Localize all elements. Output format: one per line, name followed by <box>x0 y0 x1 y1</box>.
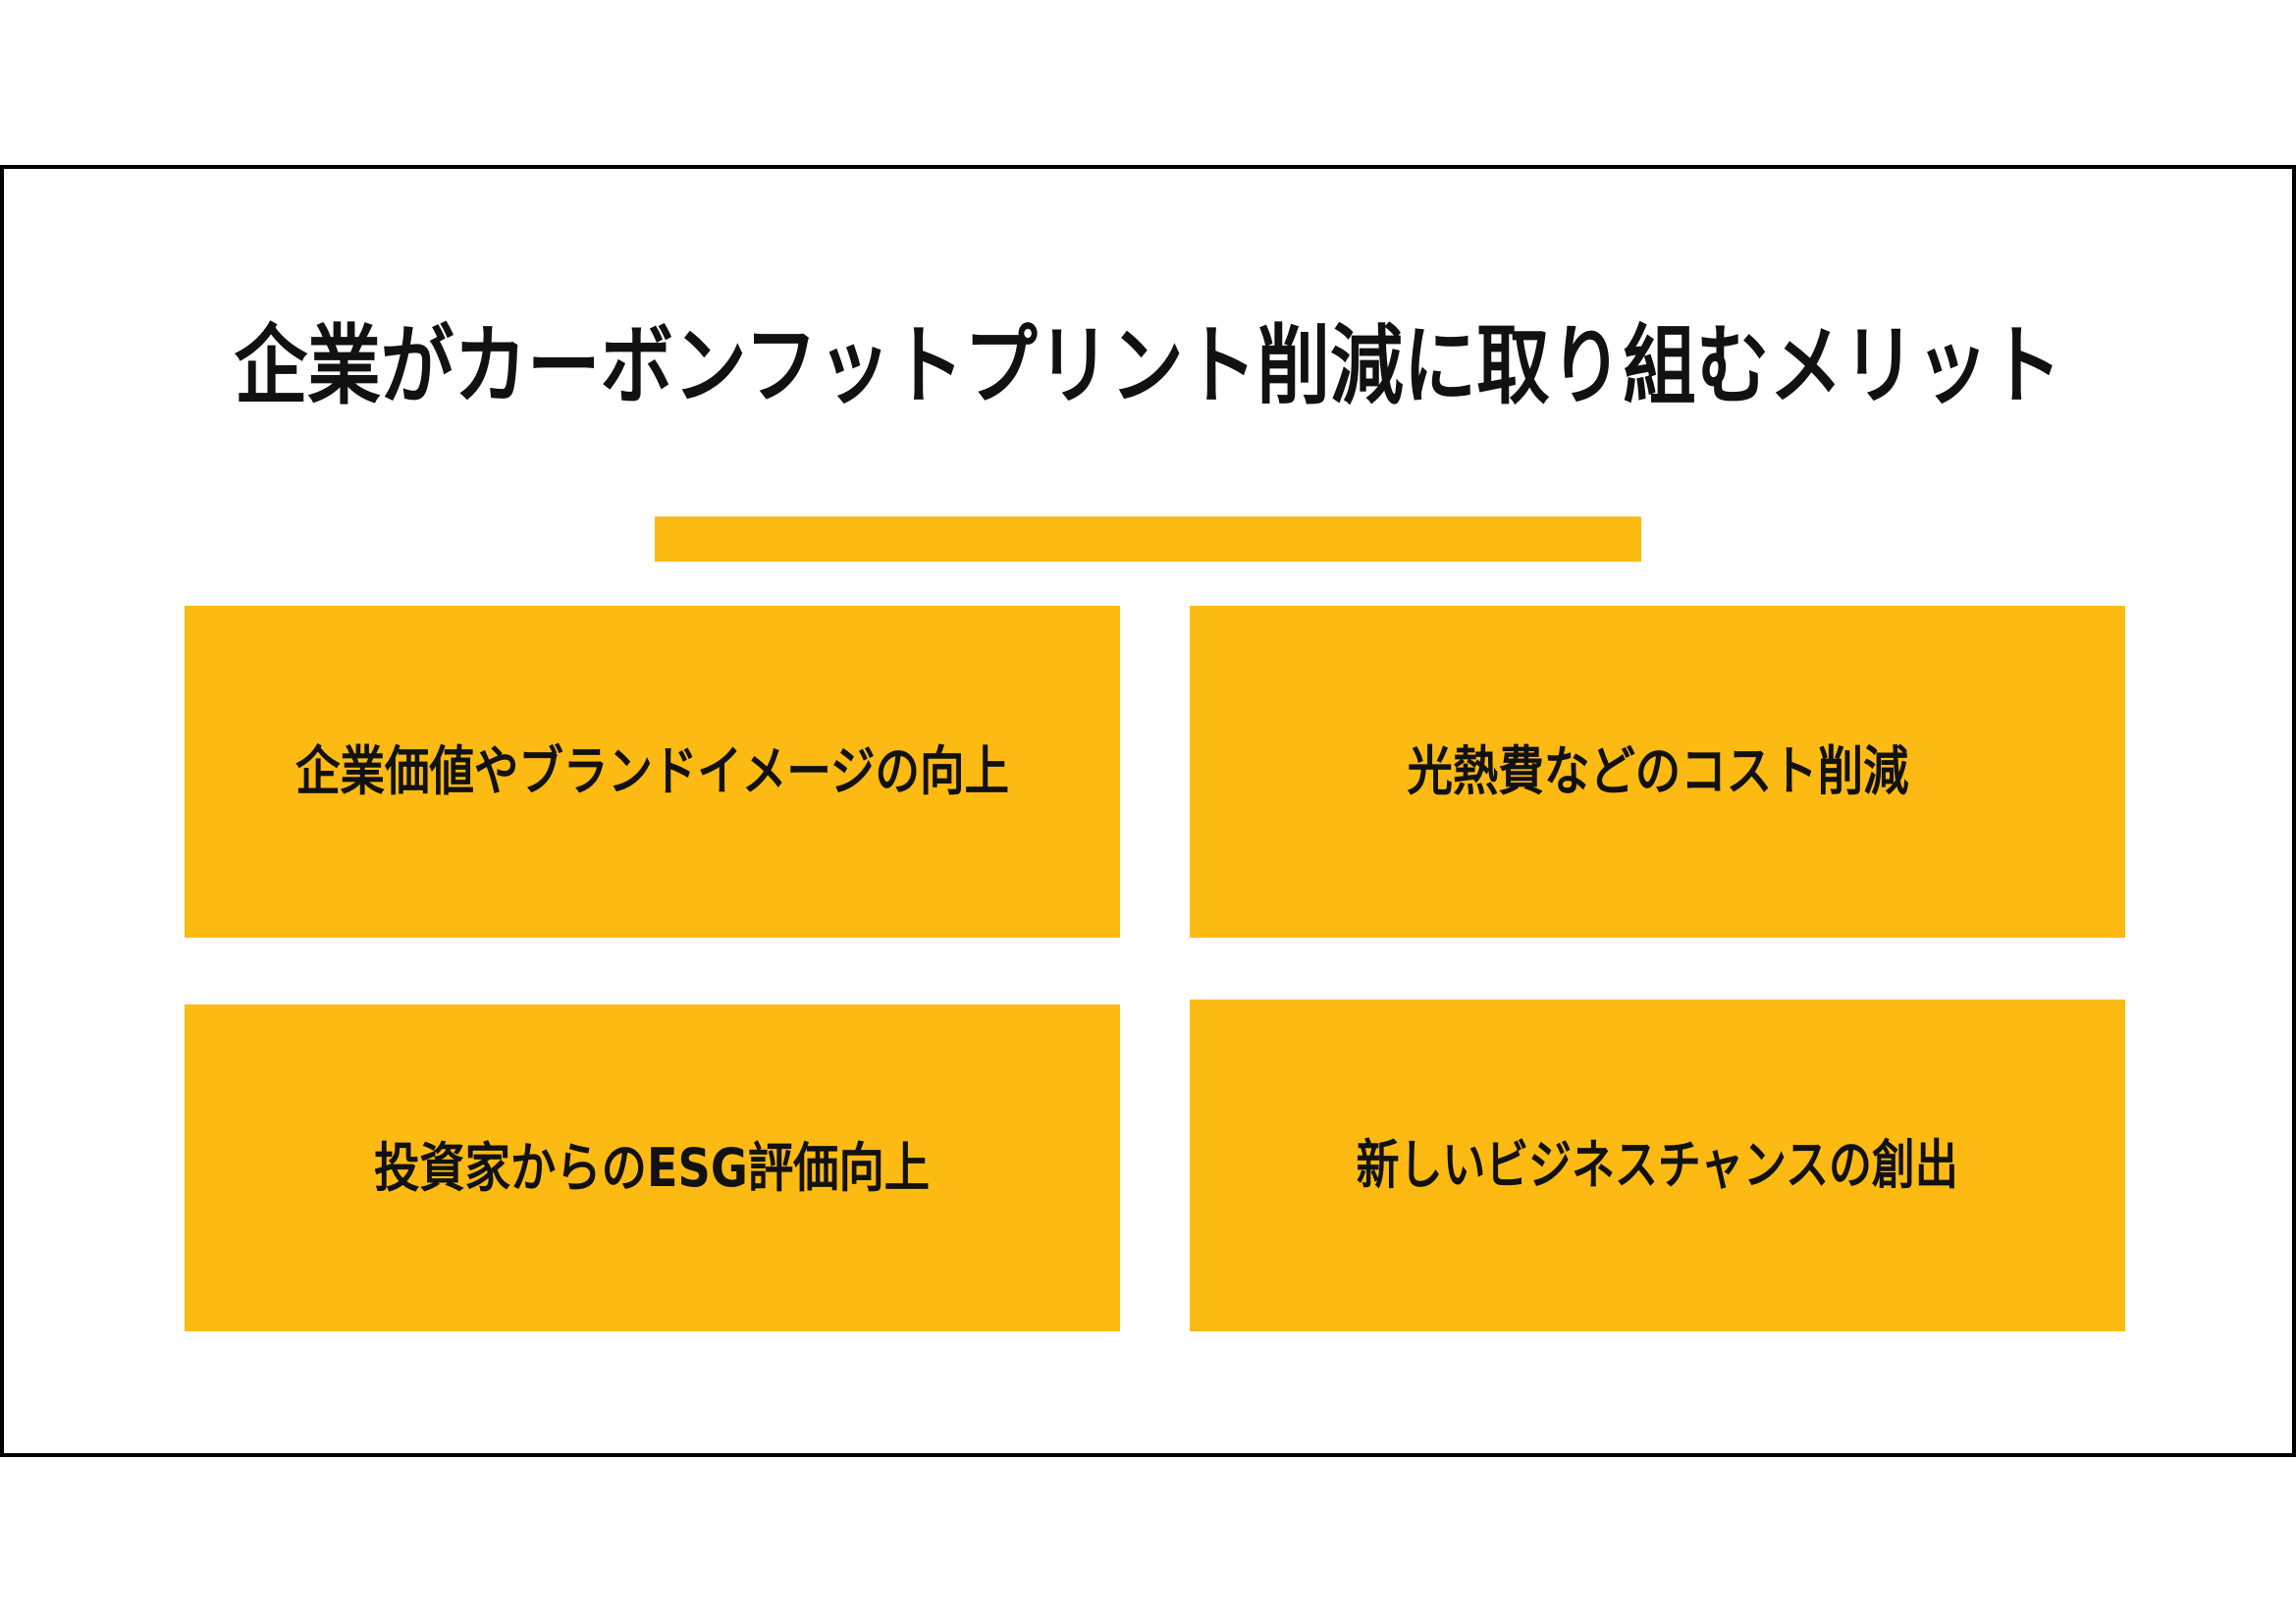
benefit-card-label: 投資家からのESG評価向上 <box>374 1136 931 1199</box>
benefit-card-cost-reduction: 光熱費などのコスト削減 <box>1190 606 2125 938</box>
benefit-card-label: 光熱費などのコスト削減 <box>1406 740 1909 802</box>
benefit-card-brand-value: 企業価値やブランドイメージの向上 <box>185 606 1120 938</box>
title-underline-bar <box>655 516 1641 562</box>
slide-title-container: 企業がカーボンフットプリント削減に取り組むメリット <box>0 312 2296 420</box>
benefit-card-label: 新しいビジネスチャンスの創出 <box>1356 1134 1959 1196</box>
benefit-card-esg-rating: 投資家からのESG評価向上 <box>185 1004 1120 1331</box>
benefit-card-label: 企業価値やブランドイメージの向上 <box>294 740 1009 802</box>
benefit-card-new-business: 新しいビジネスチャンスの創出 <box>1190 1000 2125 1331</box>
slide-title: 企業がカーボンフットプリント削減に取り組むメリット <box>234 315 2062 416</box>
